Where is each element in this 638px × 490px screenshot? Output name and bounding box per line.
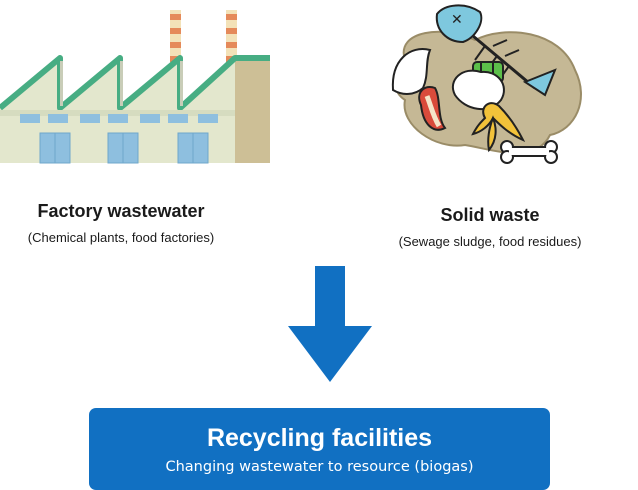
down-arrow-icon (288, 266, 372, 382)
recycling-facilities-title: Recycling facilities (206, 424, 433, 452)
banana-peel (471, 102, 526, 153)
factory-icon (0, 10, 270, 164)
svg-text:✕: ✕ (451, 12, 463, 28)
food-waste-icon: ✕ (391, 4, 582, 164)
factory-wastewater-title: Factory wastewater (37, 201, 205, 221)
fish-bone: ✕ (435, 4, 557, 97)
solid-waste-subtitle: (Sewage sludge, food residues) (398, 234, 582, 249)
solid-waste-title: Solid waste (440, 205, 540, 225)
bone (500, 140, 558, 164)
recycling-facilities-subtitle: Changing wastewater to resource (biogas) (165, 459, 474, 475)
factory-wastewater-subtitle: (Chemical plants, food factories) (27, 230, 215, 245)
recycling-facilities-box: Recycling facilities Changing wastewater… (89, 408, 550, 490)
